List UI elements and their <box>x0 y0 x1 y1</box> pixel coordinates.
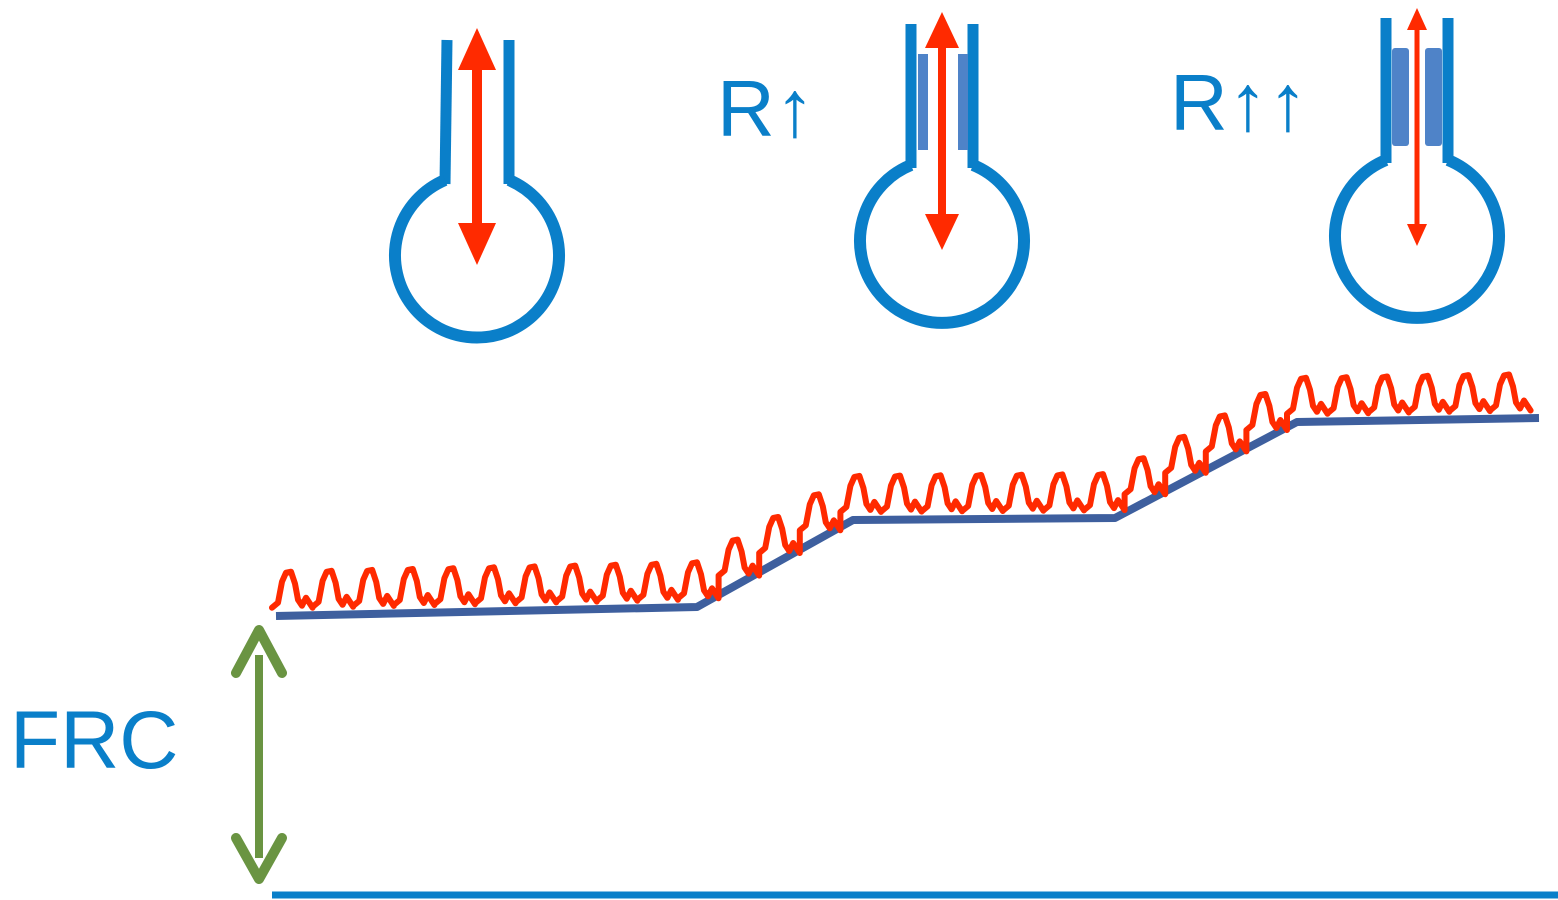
flow-arrow <box>1407 8 1427 246</box>
alveolus-sac <box>854 159 1030 329</box>
flow-arrow <box>925 12 959 250</box>
frc-arrow <box>231 625 287 884</box>
airway-obstruction-right <box>958 54 968 150</box>
airway-obstruction-left <box>918 54 928 150</box>
end-expiratory-baseline <box>275 414 1540 620</box>
airway-wall-left <box>439 39 453 185</box>
resistance-label-increased: R↑ <box>717 64 815 153</box>
alveolus-high-resistance: R↑↑ <box>1170 8 1505 324</box>
tidal-breathing-trace <box>269 371 1534 611</box>
frc-label: FRC <box>10 695 179 786</box>
alveolus-normal <box>389 28 565 344</box>
alveolus-sac <box>1329 154 1505 324</box>
airway-obstruction-right <box>1425 48 1442 146</box>
alveolus-sac <box>389 174 565 344</box>
resistance-label-high: R↑↑ <box>1170 58 1308 147</box>
flow-arrow <box>458 28 496 265</box>
airway-obstruction-left <box>1392 48 1409 146</box>
alveolus-raised-resistance: R↑ <box>717 12 1030 329</box>
